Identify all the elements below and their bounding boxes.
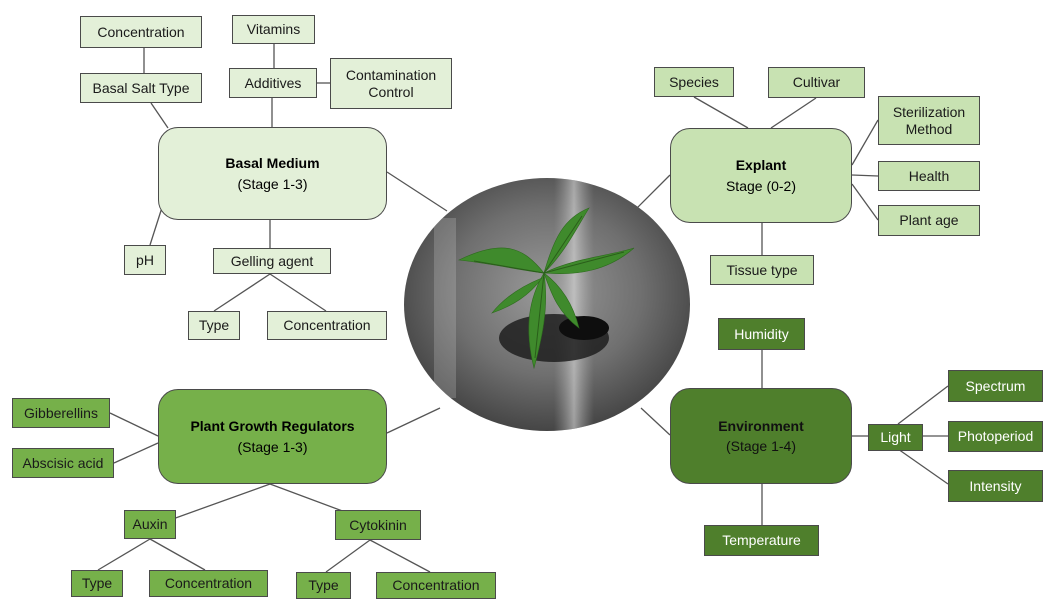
environment-title: Environment — [718, 417, 804, 434]
plantlet-photo — [404, 178, 690, 431]
gel-type-node: Type — [188, 311, 240, 340]
gel-concentration-node: Concentration — [267, 311, 387, 340]
auxin-node: Auxin — [124, 510, 176, 539]
contamination-control-node: Contamination Control — [330, 58, 452, 109]
cultivar-node: Cultivar — [768, 67, 865, 98]
explant-title: Explant — [735, 157, 787, 174]
explant-hub: Explant Stage (0-2) — [670, 128, 852, 223]
plantlet-image — [404, 178, 690, 431]
light-node: Light — [868, 424, 923, 451]
health-node: Health — [878, 161, 980, 191]
cytokinin-concentration-node: Concentration — [376, 572, 496, 599]
additives-node: Additives — [229, 68, 317, 98]
basal-medium-stage: (Stage 1-3) — [237, 175, 308, 192]
explant-stage: Stage (0-2) — [725, 177, 797, 194]
cytokinin-node: Cytokinin — [335, 510, 421, 540]
basal-medium-hub: Basal Medium (Stage 1-3) — [158, 127, 387, 220]
environment-stage: (Stage 1-4) — [725, 438, 797, 454]
temperature-node: Temperature — [704, 525, 819, 556]
sterilization-method-node: Sterilization Method — [878, 96, 980, 145]
humidity-node: Humidity — [718, 318, 805, 350]
pgr-stage: (Stage 1-3) — [237, 438, 308, 455]
plant-age-node: Plant age — [878, 205, 980, 236]
auxin-type-node: Type — [71, 570, 123, 597]
basal-medium-title: Basal Medium — [225, 155, 320, 172]
gibberellins-node: Gibberellins — [12, 398, 110, 428]
basal-concentration-node: Concentration — [80, 16, 202, 48]
pgr-hub: Plant Growth Regulators (Stage 1-3) — [158, 389, 387, 484]
pgr-title: Plant Growth Regulators — [190, 418, 355, 435]
intensity-node: Intensity — [948, 470, 1043, 502]
spectrum-node: Spectrum — [948, 370, 1043, 402]
species-node: Species — [654, 67, 734, 97]
cytokinin-type-node: Type — [296, 572, 351, 599]
environment-hub: Environment (Stage 1-4) — [670, 388, 852, 484]
auxin-concentration-node: Concentration — [149, 570, 268, 597]
vitamins-node: Vitamins — [232, 15, 315, 44]
abscisic-acid-node: Abscisic acid — [12, 448, 114, 478]
photoperiod-node: Photoperiod — [948, 421, 1043, 452]
gelling-agent-node: Gelling agent — [213, 248, 331, 274]
basal-salt-type-node: Basal Salt Type — [80, 73, 202, 103]
tissue-type-node: Tissue type — [710, 255, 814, 285]
ph-node: pH — [124, 245, 166, 275]
